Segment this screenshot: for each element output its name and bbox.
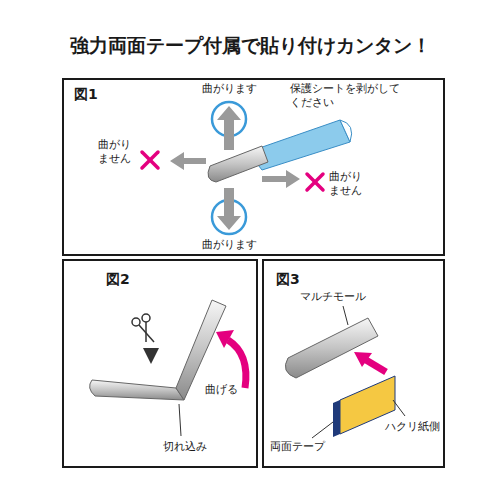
bend-arrow bbox=[217, 188, 241, 230]
tape-side bbox=[333, 400, 340, 437]
scissors-icon bbox=[132, 314, 154, 342]
attach-arrow bbox=[366, 360, 386, 372]
no-bend-arrow bbox=[170, 152, 206, 170]
figure-number: 図1 bbox=[74, 86, 98, 103]
leader-line bbox=[312, 422, 333, 438]
leader-line bbox=[179, 404, 181, 436]
molding-piece bbox=[208, 146, 268, 182]
note-label: 曲がりません bbox=[98, 138, 132, 167]
note-label: 曲がります bbox=[202, 238, 257, 252]
figure-panel: 図1 bbox=[62, 78, 445, 256]
note-label: 曲げる bbox=[205, 383, 238, 397]
bend-arrow bbox=[217, 106, 241, 150]
note-label: マルチモール bbox=[300, 290, 366, 304]
attach-arrow-head bbox=[354, 352, 372, 367]
bend-arrow bbox=[228, 340, 246, 388]
molding-piece bbox=[285, 318, 378, 378]
leader-line bbox=[393, 400, 405, 416]
note-label: ハクリ紙側 bbox=[385, 420, 440, 434]
figure-number: 図3 bbox=[276, 271, 300, 288]
note-label: 両面テープ bbox=[270, 440, 325, 454]
molding-piece bbox=[90, 380, 184, 400]
cross-mark bbox=[307, 174, 323, 190]
note-label: 曲がります bbox=[202, 82, 257, 96]
sheet-curl bbox=[340, 120, 352, 142]
figure-panel: 図2 bbox=[62, 259, 258, 468]
no-bend-arrow bbox=[262, 170, 300, 188]
note-label: 保護シートを剥がしてください bbox=[290, 82, 408, 111]
bend-arrow-head bbox=[216, 330, 234, 348]
figure-number: 図2 bbox=[106, 271, 130, 288]
note-label: 切れ込み bbox=[163, 440, 207, 454]
note-label: 曲がりません bbox=[329, 170, 363, 199]
cross-mark bbox=[142, 152, 158, 168]
leader-line bbox=[343, 306, 348, 325]
notch-mark bbox=[143, 348, 159, 364]
page-title: 強力両面テープ付属で貼り付けカンタン！ bbox=[0, 34, 500, 57]
